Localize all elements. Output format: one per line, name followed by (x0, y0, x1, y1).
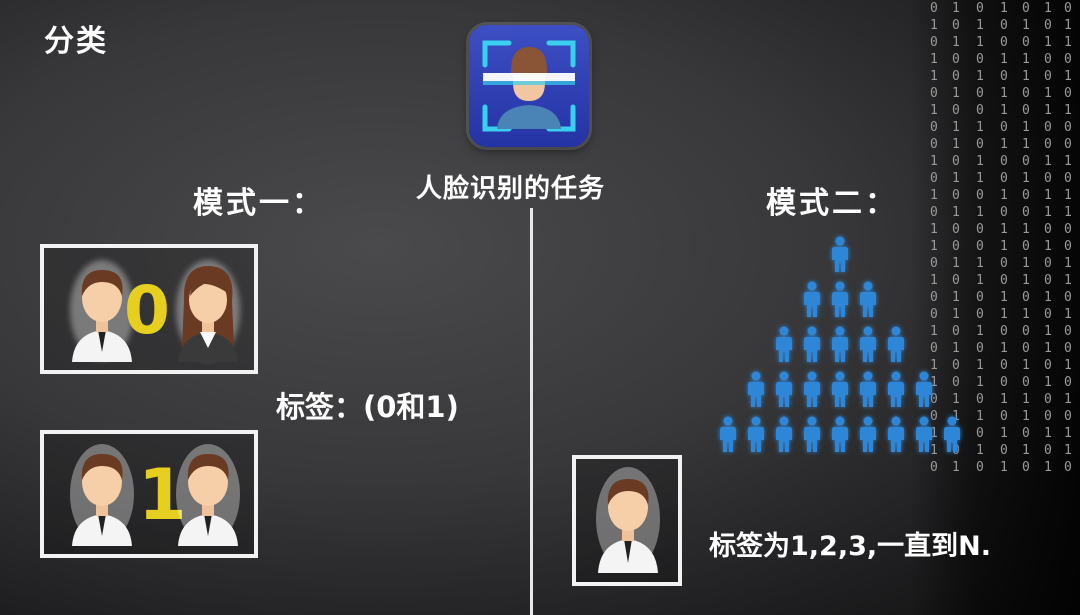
person-figure (832, 281, 848, 317)
person-figure (832, 371, 848, 407)
male-avatar (70, 260, 134, 362)
person-figure (860, 281, 876, 317)
person-figure (888, 371, 904, 407)
female-avatar (176, 260, 240, 362)
label-digit-one: 1 (138, 454, 187, 536)
page-title: 分类 (44, 24, 108, 59)
person-figure (776, 326, 792, 362)
people-pyramid (720, 236, 960, 452)
binary-column: 1010011001011010010110100101 (1044, 1, 1052, 475)
person-figure (804, 281, 820, 317)
pair-card-zero: 0 (40, 244, 258, 374)
person-figure (888, 326, 904, 362)
multiclass-label-text: 标签为1,2,3,一直到N. (709, 531, 991, 562)
person-figure (860, 371, 876, 407)
pair-card-one: 1 (40, 430, 258, 558)
binary-column: 1001011010010110011010010101 (1000, 1, 1008, 475)
male-avatar (596, 467, 660, 573)
face-recognition-icon (469, 25, 589, 147)
binary-column: 0110101001011001101001010110 (1064, 1, 1072, 475)
center-divider (530, 208, 533, 615)
person-figure (804, 326, 820, 362)
person-figure (916, 371, 932, 407)
person-figure (748, 371, 764, 407)
person-figure (860, 326, 876, 362)
person-figure (720, 416, 736, 452)
person-figure (776, 416, 792, 452)
person-figure (832, 326, 848, 362)
person-figure (804, 371, 820, 407)
person-figure (776, 371, 792, 407)
male-avatar (70, 444, 134, 546)
label-digit-zero: 0 (124, 272, 170, 349)
person-figure (916, 416, 932, 452)
person-figure (888, 416, 904, 452)
person-figure (832, 416, 848, 452)
single-person-card (572, 455, 682, 586)
person-figure (748, 416, 764, 452)
person-figure (832, 236, 848, 272)
binary-column: 0101100110100101101001011010 (1022, 1, 1030, 475)
mode-two-label: 模式二： (766, 186, 898, 221)
person-figure (944, 416, 960, 452)
male-avatar (176, 444, 240, 546)
mode-one-label: 模式一： (193, 186, 325, 221)
binary-label-text: 标签：(0和1) (276, 390, 459, 424)
person-figure (860, 416, 876, 452)
task-label: 人脸识别的任务 (416, 174, 606, 204)
person-figure (804, 416, 820, 452)
